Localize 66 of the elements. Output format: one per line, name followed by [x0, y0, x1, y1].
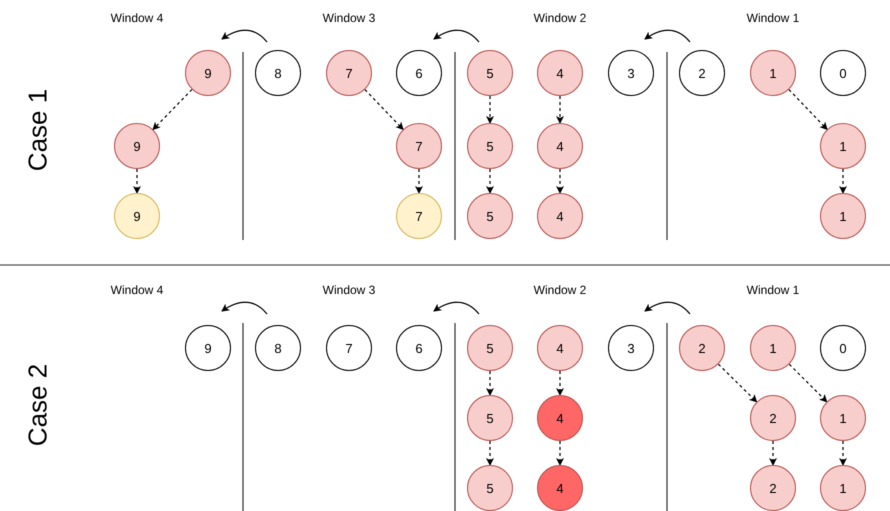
dashed-arrow — [415, 169, 423, 194]
dashed-arrow — [769, 441, 777, 466]
dashed-arrow — [718, 364, 758, 403]
number-circle: 9 — [114, 123, 160, 169]
dashed-arrow — [788, 89, 828, 130]
number-circle: 5 — [467, 193, 513, 239]
window-label: Window 1 — [746, 11, 800, 25]
number-circle: 1 — [750, 50, 796, 96]
dashed-arrow — [839, 441, 847, 466]
dashed-arrow — [556, 96, 564, 124]
number-circle: 7 — [396, 193, 442, 239]
window-label: Window 1 — [746, 283, 800, 297]
window-label: Window 2 — [534, 11, 586, 25]
case-heading: Case 2 — [22, 364, 54, 446]
number-circle: 4 — [537, 123, 583, 169]
number-circle: 5 — [467, 325, 513, 371]
number-circle: 4 — [537, 395, 583, 441]
dashed-arrow — [788, 364, 828, 402]
window-label: Window 3 — [322, 283, 376, 297]
number-circle: 2 — [750, 395, 796, 441]
dashed-arrow — [152, 89, 192, 130]
number-circle: 9 — [185, 325, 231, 371]
number-circle: 2 — [679, 325, 725, 371]
number-circle: 5 — [467, 395, 513, 441]
number-circle: 2 — [750, 465, 796, 511]
dashed-arrow — [556, 441, 564, 466]
number-circle: 7 — [326, 50, 372, 96]
number-circle: 8 — [255, 50, 301, 96]
window-label: Window 4 — [110, 11, 164, 25]
dashed-arrow — [556, 371, 564, 396]
case-heading: Case 1 — [22, 88, 54, 172]
number-circle: 0 — [820, 50, 866, 96]
number-circle: 9 — [114, 193, 160, 239]
dashed-arrow — [486, 96, 494, 124]
number-circle: 7 — [326, 325, 372, 371]
number-circle: 8 — [255, 325, 301, 371]
number-circle: 4 — [537, 465, 583, 511]
number-circle: 1 — [750, 325, 796, 371]
number-circle: 2 — [679, 50, 725, 96]
window-label: Window 4 — [110, 283, 164, 297]
number-circle: 5 — [467, 50, 513, 96]
number-circle: 5 — [467, 123, 513, 169]
dashed-arrow — [556, 169, 564, 194]
number-circle: 1 — [820, 123, 866, 169]
number-circle: 7 — [396, 123, 442, 169]
number-circle: 4 — [537, 325, 583, 371]
dashed-arrow — [486, 371, 494, 396]
dashed-arrow — [364, 89, 404, 130]
number-circle: 1 — [820, 395, 866, 441]
number-circle: 3 — [608, 50, 654, 96]
number-circle: 3 — [608, 325, 654, 371]
number-circle: 4 — [537, 193, 583, 239]
window-label: Window 3 — [322, 11, 376, 25]
number-circle: 6 — [396, 325, 442, 371]
number-circle: 1 — [820, 193, 866, 239]
dashed-arrow — [486, 441, 494, 466]
number-circle: 6 — [396, 50, 442, 96]
window-label: Window 2 — [534, 283, 586, 297]
number-circle: 9 — [185, 50, 231, 96]
number-circle: 0 — [820, 325, 866, 371]
dashed-arrow — [133, 169, 141, 194]
number-circle: 4 — [537, 50, 583, 96]
dashed-arrow — [486, 169, 494, 194]
dashed-arrow — [839, 169, 847, 194]
number-circle: 1 — [820, 465, 866, 511]
number-circle: 5 — [467, 465, 513, 511]
